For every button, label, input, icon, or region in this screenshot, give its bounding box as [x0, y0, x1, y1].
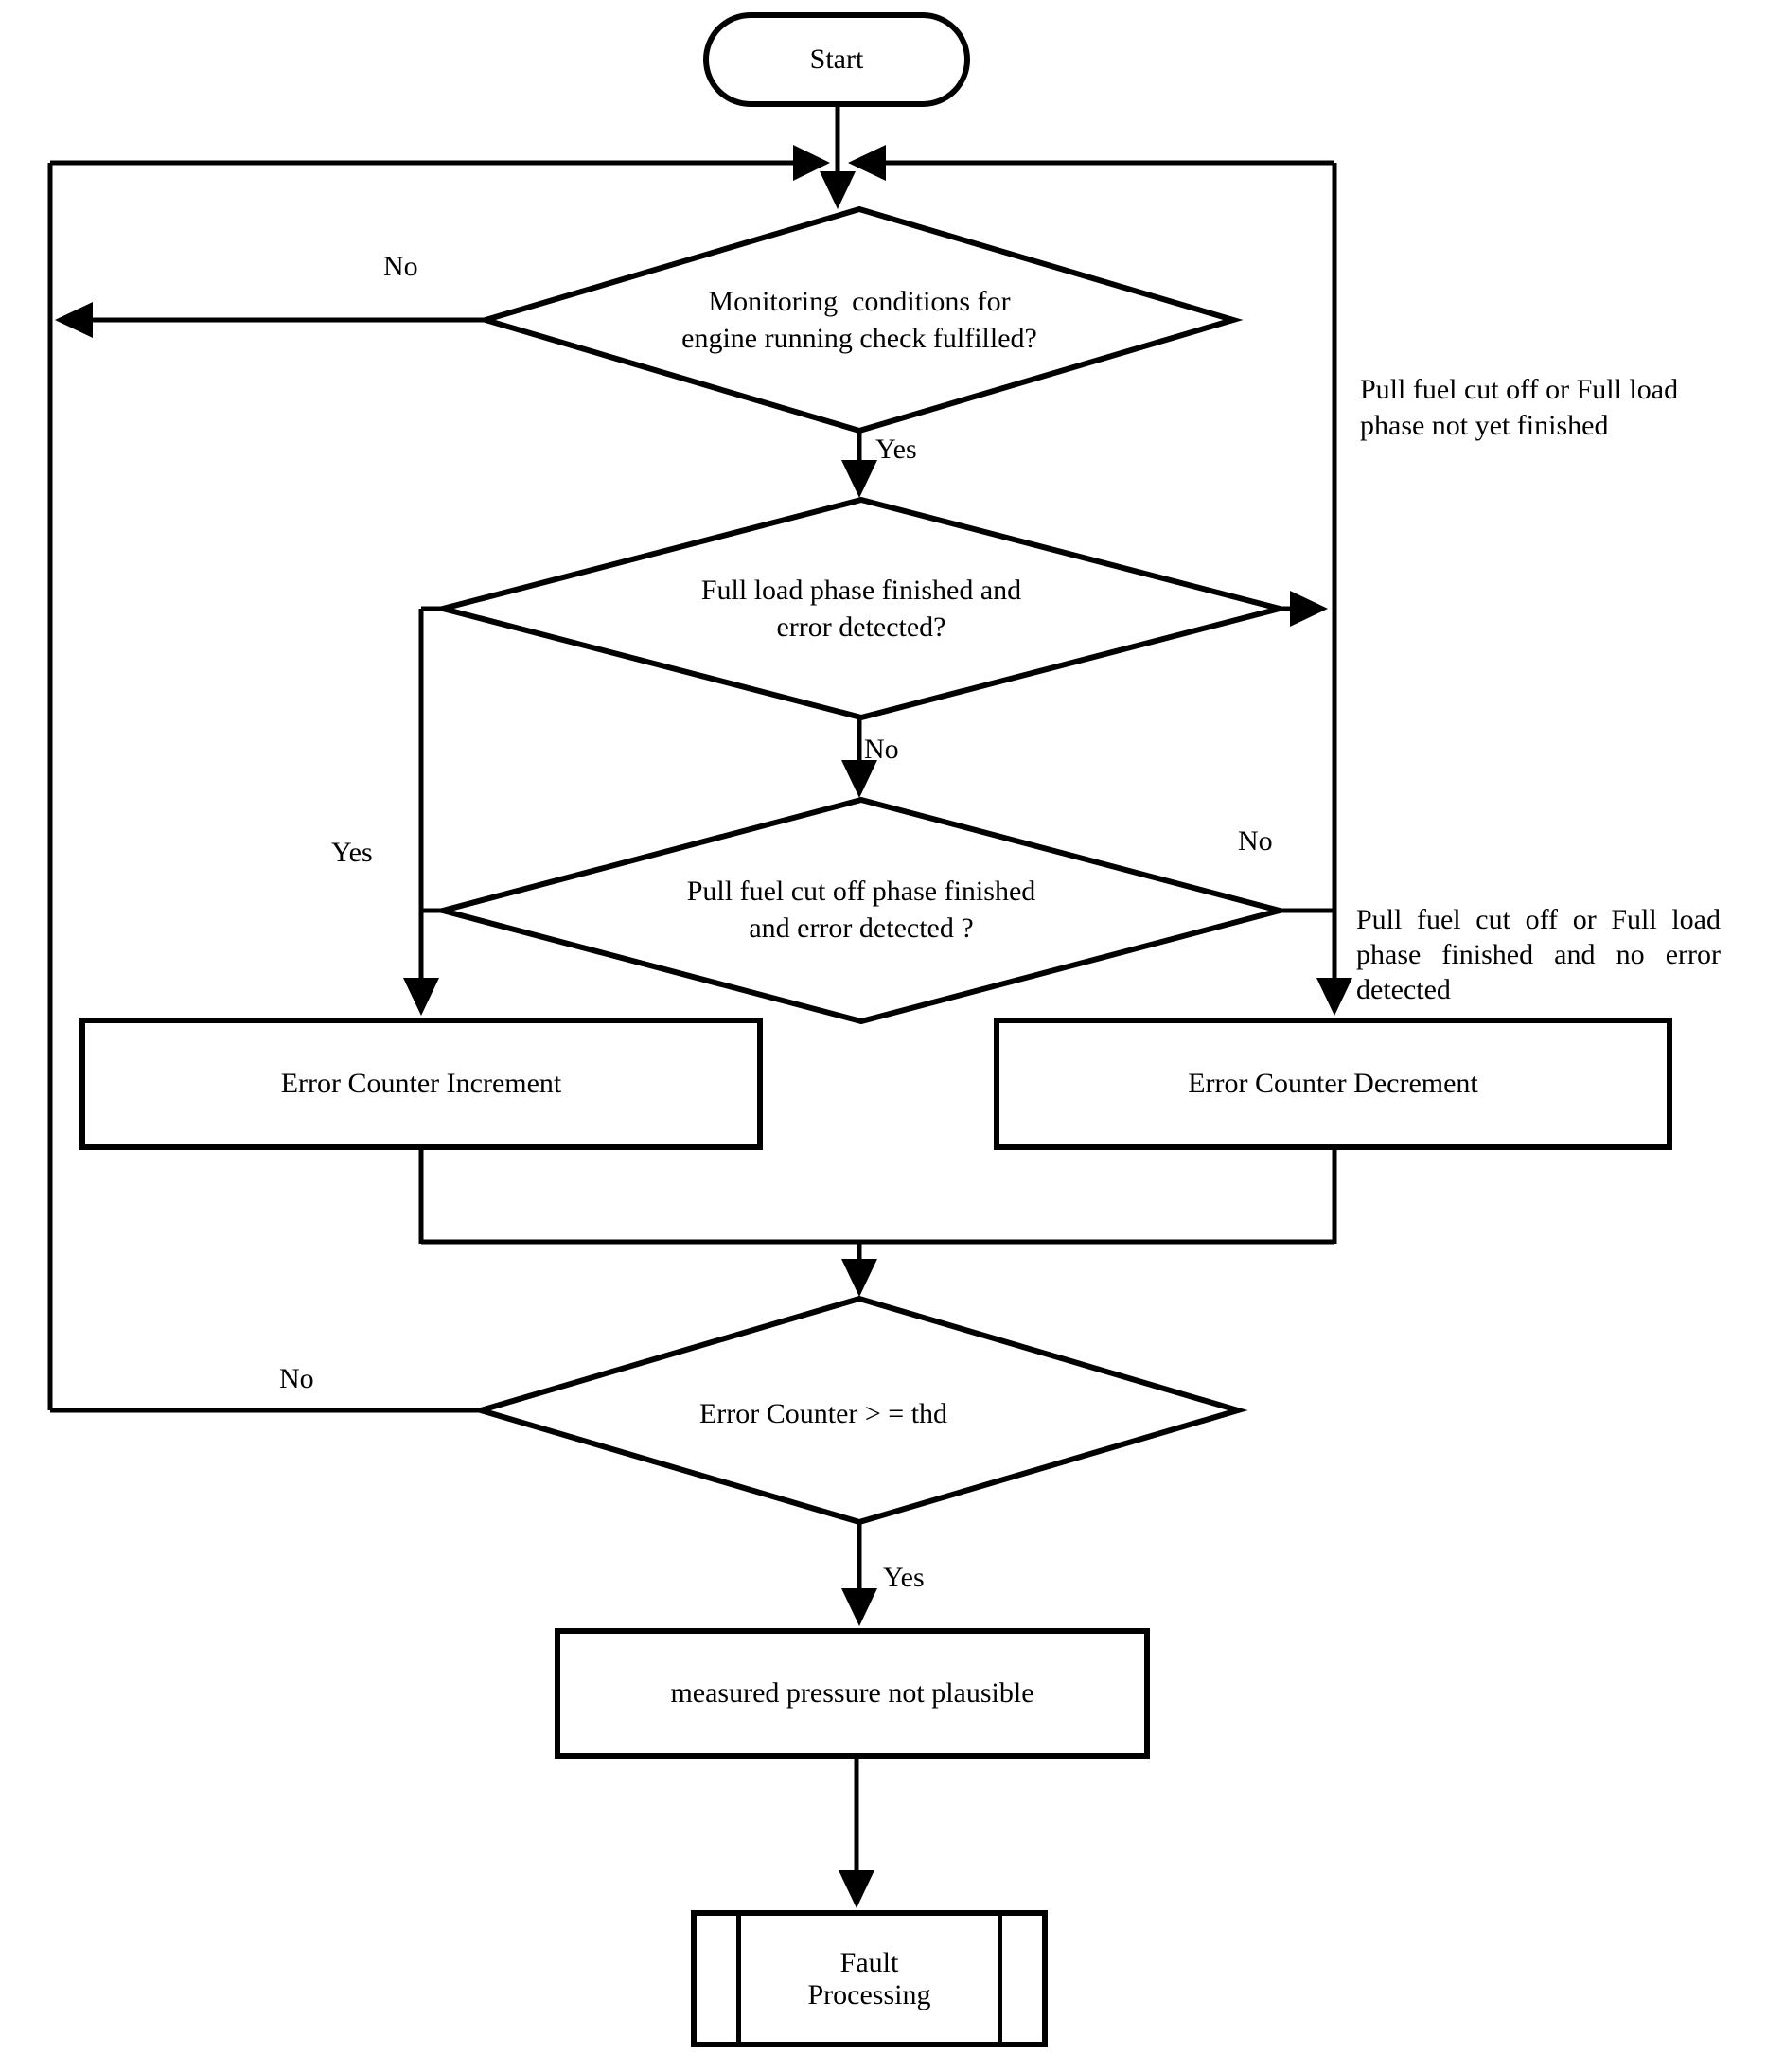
arrowhead-into-pressure: [841, 1588, 877, 1626]
arrowhead-into-d4: [841, 1259, 877, 1297]
predefined-process-left-bar: [736, 1916, 741, 2042]
d1-no-label: No: [383, 251, 418, 282]
d2-no-label: No: [864, 734, 899, 765]
arrowhead-d1-no: [55, 302, 93, 338]
arrowhead-into-d3: [841, 760, 877, 798]
arrowhead-merge-from-left: [793, 145, 830, 181]
arrowhead-merge-from-right: [848, 145, 886, 181]
decision-monitoring-diamond: [475, 205, 1244, 434]
d4-no-label: No: [279, 1363, 314, 1394]
decision-error-counter-diamond: [470, 1295, 1248, 1526]
decision-full-load-diamond: [432, 496, 1291, 721]
error-counter-decrement-label: Error Counter Decrement: [1188, 1068, 1478, 1099]
arrowhead-into-d2: [841, 460, 877, 498]
pressure-not-plausible-label: measured pressure not plausible: [670, 1677, 1034, 1709]
full-load-decision-label: Full load phase finished and error detec…: [700, 575, 1022, 643]
left-branch-yes-label: Yes: [331, 837, 373, 868]
d4-yes-label: Yes: [883, 1562, 925, 1593]
pressure-not-plausible-box: measured pressure not plausible: [555, 1628, 1150, 1759]
arrowhead-into-d1: [820, 171, 856, 209]
right-branch-no-label: No: [1238, 825, 1273, 857]
annotation-no-error-detected: Pull fuel cut off or Full load phase fin…: [1356, 904, 1721, 1005]
error-counter-decision-label: Error Counter > = thd: [698, 1398, 948, 1429]
decision-fuel-cut-off-diamond: [432, 796, 1291, 1025]
arrowhead-into-fault: [839, 1870, 874, 1908]
error-counter-increment-box: Error Counter Increment: [79, 1018, 763, 1150]
error-counter-decrement-box: Error Counter Decrement: [994, 1018, 1672, 1150]
fuel-cut-off-decision-label: Pull fuel cut off phase finished and err…: [686, 876, 1036, 944]
arrowhead-d2-right: [1290, 591, 1328, 627]
fault-processing-label: Fault Processing: [807, 1946, 931, 2010]
error-counter-increment-label: Error Counter Increment: [280, 1068, 562, 1099]
start-label: Start: [809, 44, 864, 75]
annotation-phase-not-finished: Pull fuel cut off or Full load phase not…: [1360, 374, 1679, 441]
fault-processing-box: Fault Processing: [691, 1910, 1048, 2047]
start-terminator: Start: [703, 12, 970, 107]
d1-yes-label: Yes: [875, 434, 917, 465]
monitoring-decision-label: Monitoring conditions for engine running…: [681, 286, 1037, 354]
arrowhead-into-decrement: [1316, 978, 1352, 1016]
predefined-process-right-bar: [998, 1916, 1002, 2042]
arrowhead-into-increment: [403, 978, 439, 1016]
